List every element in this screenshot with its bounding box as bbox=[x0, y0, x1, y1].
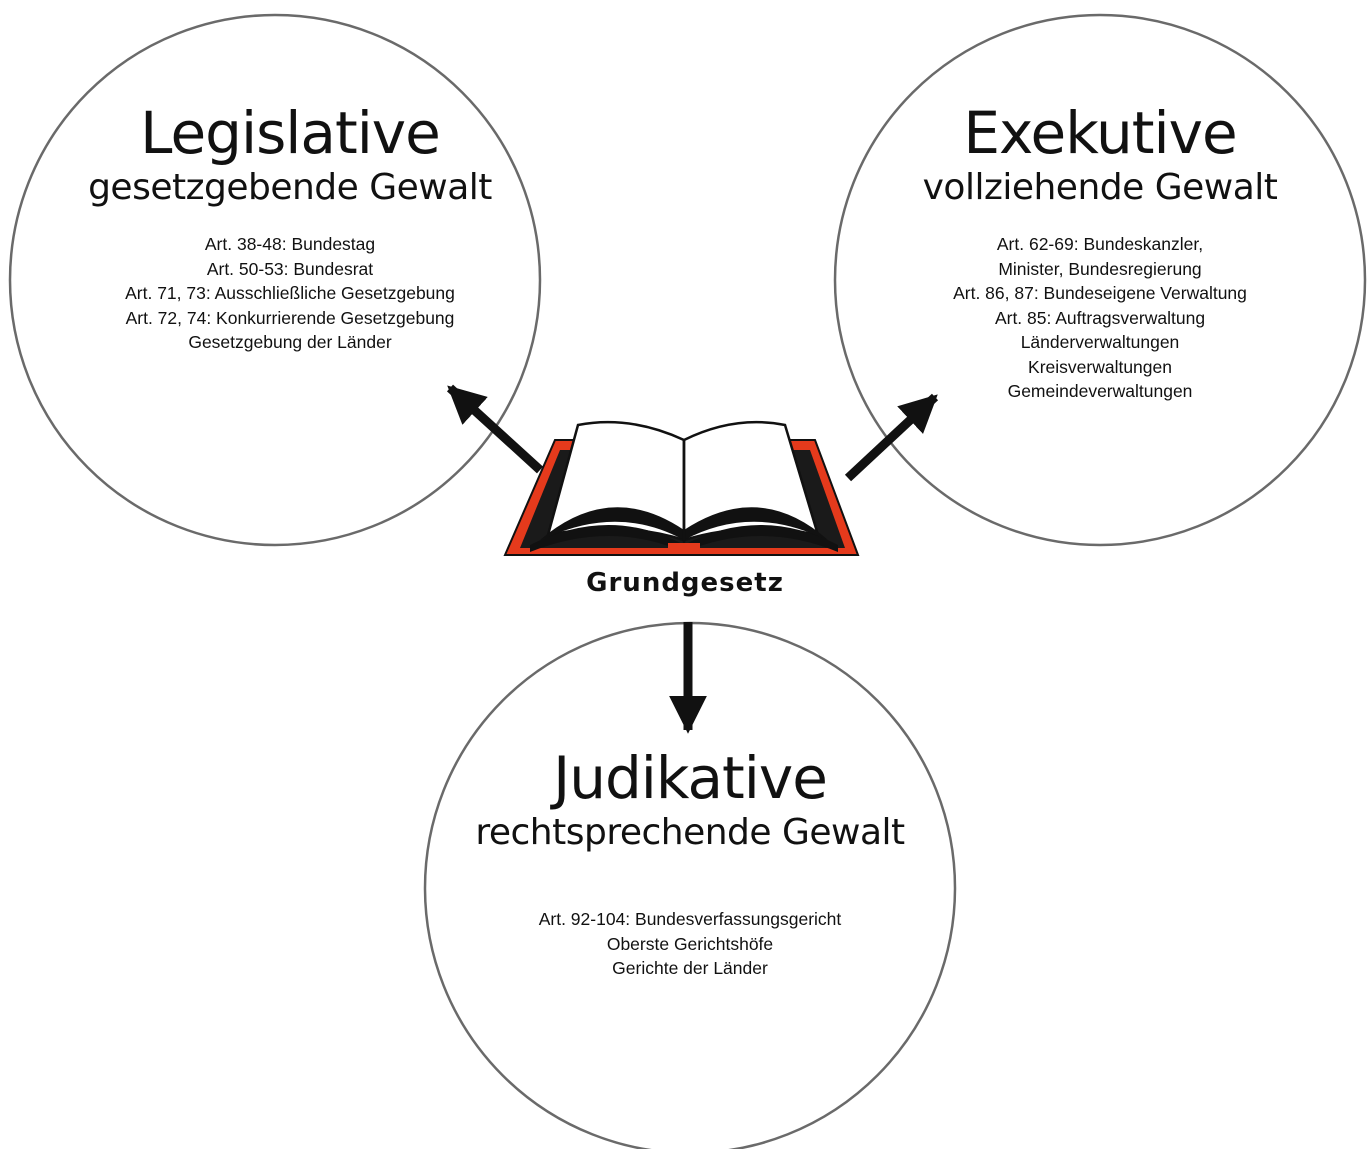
grundgesetz-label: Grundgesetz bbox=[586, 568, 784, 598]
executive-circle bbox=[833, 13, 1367, 547]
executive-title: Exekutive bbox=[963, 99, 1237, 167]
legislative-article: Gesetzgebung der Länder bbox=[188, 332, 392, 352]
executive-article: Gemeindeverwaltungen bbox=[1007, 381, 1193, 401]
executive-article: Art. 62-69: Bundeskanzler, bbox=[996, 234, 1204, 254]
executive-article: Kreisverwaltungen bbox=[1028, 356, 1172, 377]
executive-article: Länderverwaltungen bbox=[1020, 332, 1180, 352]
executive-article: Art. 86, 87: Bundeseigene Verwaltung bbox=[953, 283, 1247, 303]
legislative-article: Art. 71, 73: Ausschließliche Gesetzgebun… bbox=[125, 283, 455, 303]
executive-articles: Art. 62-69: Bundeskanzler, Minister, Bun… bbox=[830, 232, 1368, 404]
open-book-icon bbox=[503, 420, 860, 556]
judicative-articles: Art. 92-104: Bundesverfassungsgericht Ob… bbox=[415, 907, 965, 981]
judicative-subtitle: rechtsprechende Gewalt bbox=[475, 812, 905, 853]
judicative-article: Art. 92-104: Bundesverfassungsgericht bbox=[538, 909, 842, 929]
legislative-branch: Legislative gesetzgebende Gewalt Art. 38… bbox=[20, 100, 560, 355]
judicative-article: Gerichte der Länder bbox=[612, 958, 768, 978]
legislative-article: Art. 72, 74: Konkurrierende Gesetzgebung bbox=[125, 307, 455, 328]
legislative-article: Art. 38-48: Bundestag bbox=[204, 234, 376, 254]
executive-article: Art. 85: Auftragsverwaltung bbox=[994, 307, 1206, 328]
arrow-to-executive bbox=[844, 393, 939, 482]
legislative-subtitle: gesetzgebende Gewalt bbox=[88, 167, 492, 208]
legislative-articles: Art. 38-48: Bundestag Art. 50-53: Bundes… bbox=[20, 232, 560, 355]
executive-branch: Exekutive vollziehende Gewalt Art. 62-69… bbox=[830, 100, 1368, 404]
judicative-title: Judikative bbox=[553, 744, 828, 812]
executive-article: Minister, Bundesregierung bbox=[998, 258, 1202, 279]
judicative-branch: Judikative rechtsprechende Gewalt Art. 9… bbox=[415, 745, 965, 981]
legislative-circle bbox=[8, 13, 542, 547]
executive-subtitle: vollziehende Gewalt bbox=[922, 167, 1278, 208]
arrow-to-legislative bbox=[446, 384, 544, 474]
judicative-article: Oberste Gerichtshöfe bbox=[606, 933, 774, 954]
legislative-article: Art. 50-53: Bundesrat bbox=[206, 258, 374, 279]
legislative-title: Legislative bbox=[140, 99, 441, 167]
